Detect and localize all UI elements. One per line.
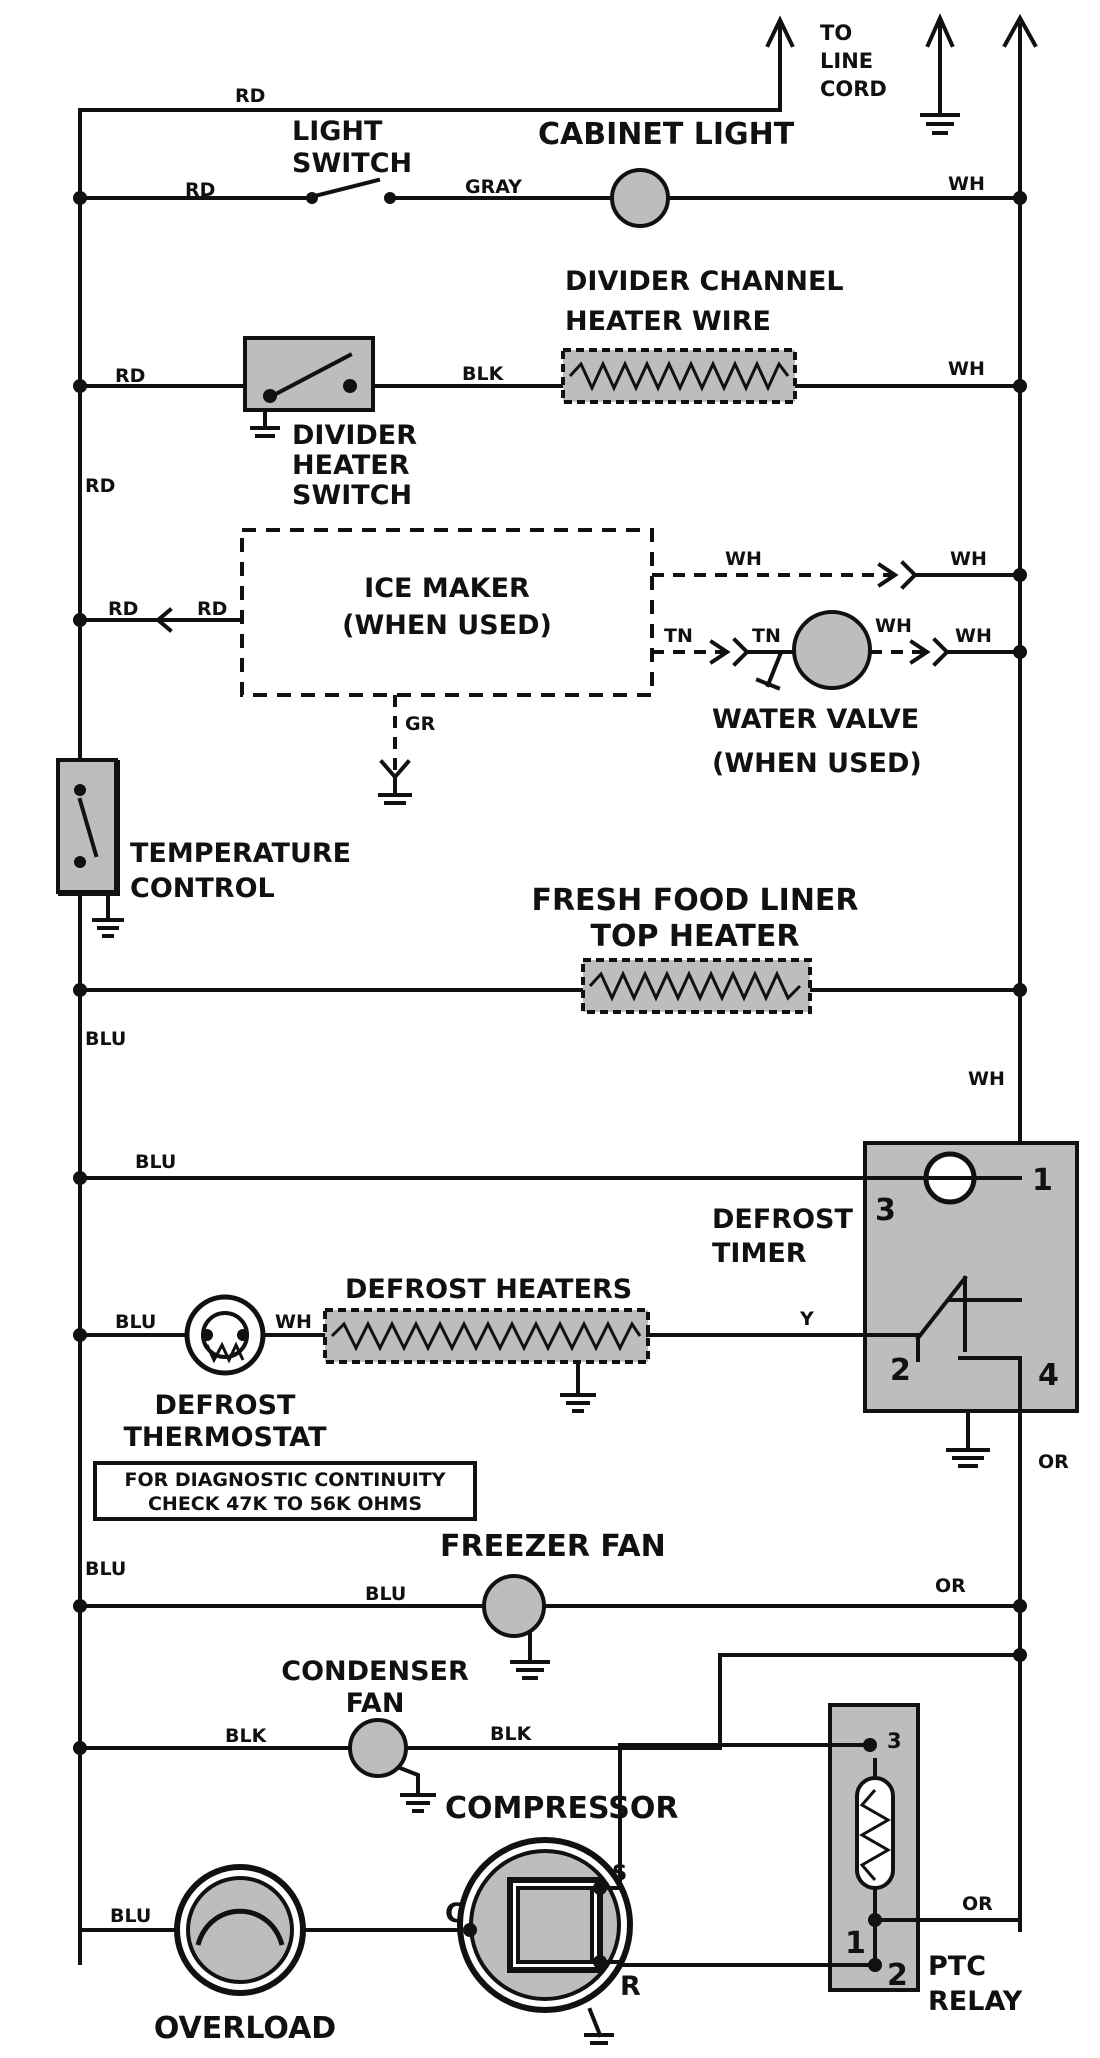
wire-label-blk-2: BLK — [225, 1725, 268, 1747]
ice-maker-label-2: (WHEN USED) — [342, 610, 552, 641]
light-switch-label-1: LIGHT — [292, 116, 383, 147]
freezer-fan-icon — [482, 1574, 546, 1638]
cabinet-light-circuit — [73, 168, 1027, 228]
divider-channel-heater-label-1: DIVIDER CHANNEL — [565, 266, 844, 297]
ice-maker-box — [240, 528, 654, 697]
line-cord-ground-icon — [920, 13, 960, 135]
wire-label-y: Y — [799, 1308, 814, 1330]
wire-label-rd-3: RD — [85, 475, 115, 497]
fresh-food-heater-label-2: TOP HEATER — [591, 919, 800, 954]
cabinet-light-bulb-icon — [610, 168, 670, 228]
wire-label-rd-5: RD — [197, 598, 227, 620]
wire-label-wh-7: WH — [968, 1068, 1005, 1090]
compressor-terminal-s: S — [612, 1861, 627, 1885]
svg-text:TO: TO — [820, 21, 852, 45]
fresh-food-heater-circuit — [73, 958, 1027, 1014]
wire-label-wh-3: WH — [725, 548, 762, 570]
wire-label-tn-2: TN — [752, 625, 781, 647]
defrost-heaters-label: DEFROST HEATERS — [345, 1274, 632, 1305]
light-switch-label-2: SWITCH — [292, 148, 412, 179]
freezer-fan-label: FREEZER FAN — [440, 1529, 666, 1564]
defrost-heaters-icon — [323, 1308, 650, 1364]
timer-terminal-1: 1 — [1032, 1163, 1053, 1198]
wire-label-tn-1: TN — [664, 625, 693, 647]
wire-label-blk-3: BLK — [490, 1723, 533, 1745]
defrost-thermostat-label-1: DEFROST — [155, 1390, 296, 1421]
temperature-control-label-2: CONTROL — [130, 873, 275, 904]
wire-label-gr: GR — [405, 713, 436, 735]
wire-label-rd-4: RD — [108, 598, 138, 620]
relay-terminal-3: 3 — [887, 1729, 902, 1753]
defrost-thermostat-label-2: THERMOSTAT — [123, 1422, 327, 1453]
divider-channel-heater-icon — [561, 348, 797, 404]
wire-label-or-1: OR — [1038, 1451, 1069, 1473]
defrost-heater-circuit — [73, 1294, 920, 1413]
timer-terminal-4: 4 — [1038, 1358, 1059, 1393]
line-cord-label: TO LINE CORD — [820, 21, 887, 101]
water-valve-label-2: (WHEN USED) — [712, 748, 922, 779]
wire-label-blu-3: BLU — [115, 1311, 156, 1333]
compressor-label: COMPRESSOR — [445, 1791, 678, 1826]
water-valve-label-1: WATER VALVE — [712, 704, 919, 735]
left-rail — [78, 23, 782, 1965]
condenser-fan-label-1: CONDENSER — [281, 1656, 469, 1687]
ptc-relay-label-2: RELAY — [928, 1986, 1023, 2017]
timer-terminal-3: 3 — [875, 1193, 896, 1228]
condenser-fan-label-2: FAN — [346, 1688, 405, 1719]
divider-channel-heater-label-2: HEATER WIRE — [565, 306, 771, 337]
defrost-timer-label-2: TIMER — [712, 1238, 807, 1269]
wire-label-blu-4: BLU — [85, 1558, 126, 1580]
compressor-terminal-r: R — [620, 1971, 641, 2002]
wire-label-rd-top: RD — [235, 85, 265, 107]
svg-text:LINE: LINE — [820, 49, 873, 73]
divider-heater-switch-label-2: HEATER — [292, 450, 410, 481]
wire-label-or-3: OR — [962, 1893, 993, 1915]
wire-label-wh-5: WH — [875, 615, 912, 637]
wire-label-wh-2: WH — [948, 358, 985, 380]
freezer-fan-circuit — [73, 1574, 1027, 1680]
fresh-food-heater-label-1: FRESH FOOD LINER — [531, 883, 858, 918]
temperature-control-icon — [56, 758, 124, 938]
compressor-terminal-c: C — [445, 1898, 465, 1929]
divider-heater-switch-label-1: DIVIDER — [292, 420, 417, 451]
overload-label: OVERLOAD — [154, 2011, 336, 2046]
ptc-relay-label-1: PTC — [928, 1951, 986, 1982]
ptc-relay-icon — [616, 1608, 1022, 1992]
compressor-circuit — [78, 1837, 633, 2045]
ice-maker-label-1: ICE MAKER — [364, 573, 530, 604]
wire-label-blu-5: BLU — [365, 1583, 406, 1605]
water-valve-icon — [792, 610, 872, 690]
defrost-timer-icon — [73, 1141, 1079, 1468]
wire-label-rd-1: RD — [185, 179, 215, 201]
relay-terminal-2: 2 — [887, 1958, 908, 1993]
light-switch-icon — [306, 192, 318, 204]
wire-label-wh-4: WH — [950, 548, 987, 570]
wire-label-gray: GRAY — [465, 176, 522, 198]
wire-label-wh-1: WH — [948, 173, 985, 195]
defrost-thermostat-icon — [184, 1294, 266, 1376]
svg-text:CORD: CORD — [820, 77, 887, 101]
wire-label-blk-1: BLK — [462, 363, 505, 385]
divider-heater-circuit — [73, 336, 1027, 438]
cabinet-light-label: CABINET LIGHT — [538, 117, 795, 152]
fresh-food-heater-icon — [581, 958, 812, 1014]
wire-label-blu-1: BLU — [85, 1028, 126, 1050]
divider-heater-switch-label-3: SWITCH — [292, 480, 412, 511]
wire-label-wh-6: WH — [955, 625, 992, 647]
svg-text:CHECK 47K TO 56K OHMS: CHECK 47K TO 56K OHMS — [148, 1493, 422, 1515]
wire-label-blu-6: BLU — [110, 1905, 151, 1927]
wire-label-or-2: OR — [935, 1575, 966, 1597]
wire-label-wh-8: WH — [275, 1311, 312, 1333]
timer-terminal-2: 2 — [890, 1353, 911, 1388]
temperature-control-label-1: TEMPERATURE — [130, 838, 351, 869]
diagnostic-note: FOR DIAGNOSTIC CONTINUITY CHECK 47K TO 5… — [93, 1461, 477, 1521]
relay-terminal-1: 1 — [845, 1926, 866, 1961]
wire-label-rd-2: RD — [115, 365, 145, 387]
defrost-timer-label-1: DEFROST — [712, 1204, 853, 1235]
svg-text:FOR DIAGNOSTIC CONTINUITY: FOR DIAGNOSTIC CONTINUITY — [125, 1469, 446, 1491]
wire-label-blu-2: BLU — [135, 1151, 176, 1173]
ice-maker-circuit — [73, 528, 1027, 805]
condenser-fan-icon — [348, 1718, 408, 1778]
